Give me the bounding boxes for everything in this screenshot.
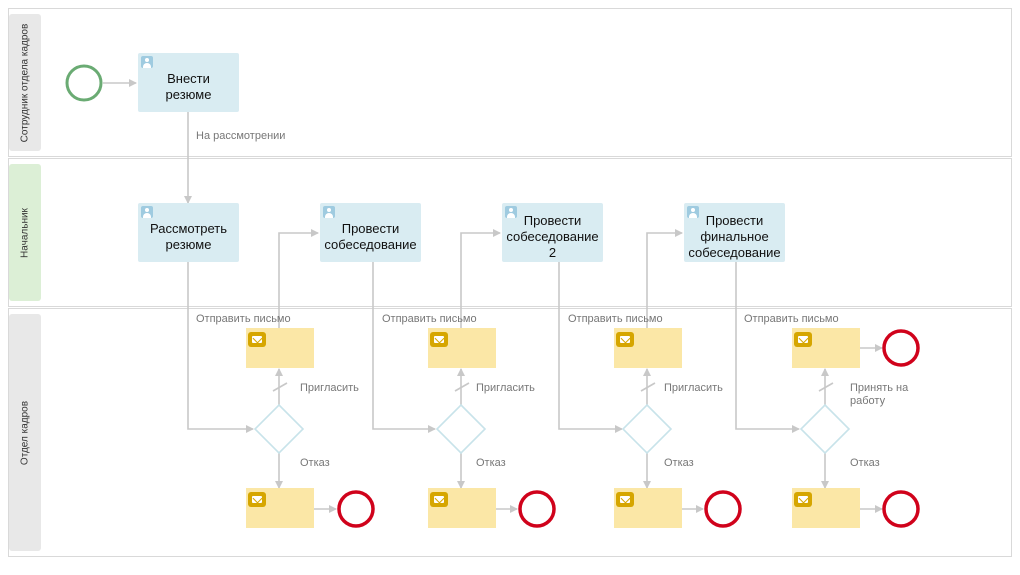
task-label: Провести финальное собеседование xyxy=(688,212,781,260)
start-event xyxy=(65,64,103,102)
flow-label-hire: Принять на работу xyxy=(850,382,909,407)
envelope-icon xyxy=(794,492,812,507)
envelope-icon xyxy=(616,332,634,347)
task-review-resume[interactable]: Рассмотреть резюме xyxy=(138,203,239,262)
user-task-icon xyxy=(141,206,153,218)
end-event-reject-4 xyxy=(882,490,920,528)
user-task-icon xyxy=(141,56,153,68)
flow-interview-2-to-gateway-3 xyxy=(558,262,623,433)
task-interview-1[interactable]: Провести собеседование xyxy=(320,203,421,262)
message-task-reject-4[interactable] xyxy=(792,488,860,528)
task-label: Провести собеседование xyxy=(324,220,417,252)
flow-label-reject-4: Отказ xyxy=(850,457,880,469)
envelope-icon xyxy=(794,332,812,347)
envelope-icon xyxy=(248,332,266,347)
flow-label-send-letter-2: Отправить письмо xyxy=(382,313,477,325)
flow-letter-3-to-final-interview xyxy=(646,229,683,328)
flow-label-under-review: На рассмотрении xyxy=(196,130,286,142)
envelope-icon xyxy=(248,492,266,507)
task-interview-2[interactable]: Провести собеседование 2 xyxy=(502,203,603,262)
end-event-reject-1 xyxy=(337,490,375,528)
lane-label-manager: Начальник xyxy=(9,164,41,301)
message-task-invite-2[interactable] xyxy=(428,328,496,368)
message-task-reject-1[interactable] xyxy=(246,488,314,528)
flow-letter-1-to-interview-1 xyxy=(278,229,319,328)
flow-letter-2-to-interview-2 xyxy=(460,229,501,328)
flow-final-interview-to-gateway-4 xyxy=(735,262,800,433)
task-label: Внести резюме xyxy=(165,70,212,102)
envelope-icon xyxy=(430,332,448,347)
envelope-icon xyxy=(430,492,448,507)
flow-label-send-letter-3: Отправить письмо xyxy=(568,313,663,325)
task-final-interview[interactable]: Провести финальное собеседование xyxy=(684,203,785,262)
message-task-invite-1[interactable] xyxy=(246,328,314,368)
gateway-4 xyxy=(799,403,851,455)
gateway-1 xyxy=(253,403,305,455)
flow-label-reject-2: Отказ xyxy=(476,457,506,469)
end-event-reject-2 xyxy=(518,490,556,528)
flow-label-invite-2: Пригласить xyxy=(476,382,535,394)
lane-label-hr-employee: Сотрудник отдела кадров xyxy=(9,14,41,151)
message-task-hire[interactable] xyxy=(792,328,860,368)
message-task-reject-2[interactable] xyxy=(428,488,496,528)
end-event-reject-3 xyxy=(704,490,742,528)
lane-label-hr-department: Отдел кадров xyxy=(9,314,41,551)
flow-label-reject-1: Отказ xyxy=(300,457,330,469)
flow-label-send-letter-1: Отправить письмо xyxy=(196,313,291,325)
user-task-icon xyxy=(505,206,517,218)
gateway-2 xyxy=(435,403,487,455)
end-event-hire xyxy=(882,329,920,367)
flow-interview-1-to-gateway-2 xyxy=(372,262,436,433)
flow-label-invite-3: Пригласить xyxy=(664,382,723,394)
envelope-icon xyxy=(616,492,634,507)
user-task-icon xyxy=(323,206,335,218)
message-task-invite-3[interactable] xyxy=(614,328,682,368)
gateway-3 xyxy=(621,403,673,455)
task-label: Рассмотреть резюме xyxy=(149,220,228,252)
task-label: Провести собеседование 2 xyxy=(506,212,599,260)
message-task-reject-3[interactable] xyxy=(614,488,682,528)
flow-review-to-gateway-1 xyxy=(187,262,254,433)
flow-label-invite-1: Пригласить xyxy=(300,382,359,394)
flow-label-reject-3: Отказ xyxy=(664,457,694,469)
flow-label-send-letter-4: Отправить письмо xyxy=(744,313,839,325)
user-task-icon xyxy=(687,206,699,218)
task-enter-resume[interactable]: Внести резюме xyxy=(138,53,239,112)
